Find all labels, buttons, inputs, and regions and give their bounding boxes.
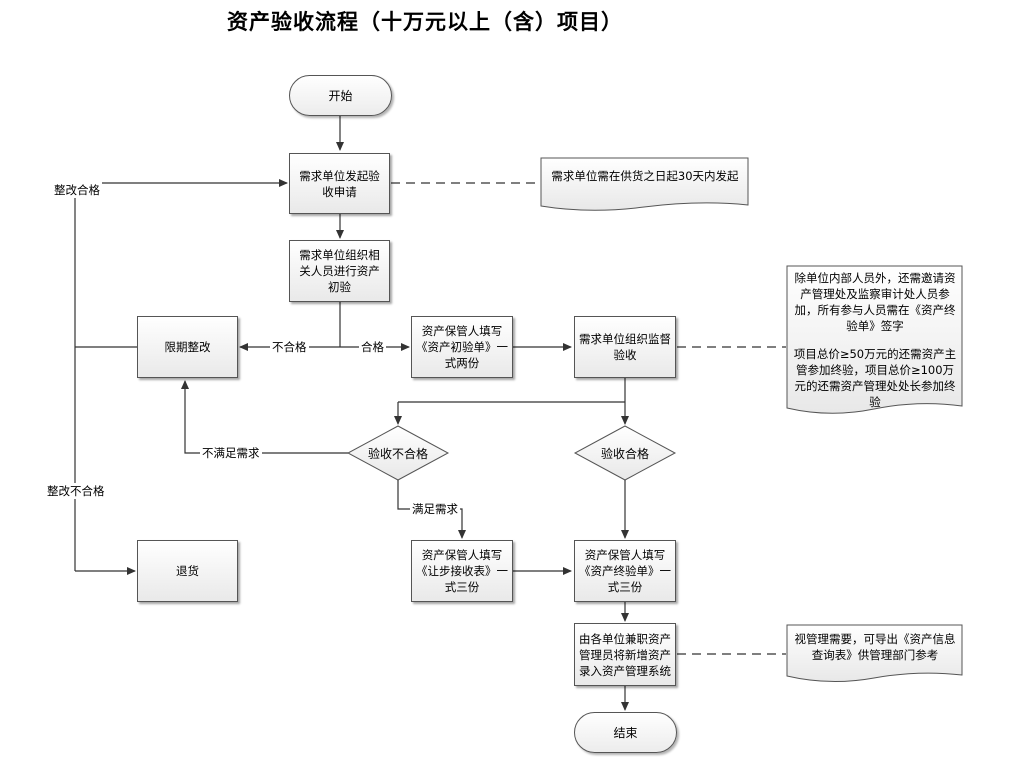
edge-not-meet — [181, 380, 348, 454]
label-not-meet-needs: 不满足需求 — [200, 445, 262, 461]
system-note-text: 视管理需要，可导出《资产信息查询表》供管理部门参考 — [794, 632, 956, 662]
note-shape-apply — [540, 157, 749, 211]
page-title: 资产验收流程（十万元以上（含）项目） — [227, 9, 623, 34]
decision-fail-label: 验收不合格 — [367, 446, 428, 461]
note-shape-system — [786, 624, 963, 683]
initial-form-box: 资产保管人填写《资产初验单》一式两份 — [411, 316, 513, 378]
supervise-note-text-1: 除单位内部人员外，还需邀请资产管理处及监察审计处人员参加，所有参与人员需在《资产… — [794, 271, 956, 333]
rectify-box: 限期整改 — [137, 316, 238, 378]
initial-check-box: 需求单位组织相关人员进行资产初验 — [289, 240, 390, 302]
decision-pass-label: 验收合格 — [600, 446, 649, 461]
apply-note-text: 需求单位需在供货之日起30天内发起 — [551, 169, 739, 183]
final-form-box: 资产保管人填写《资产终验单》一式三份 — [574, 540, 676, 602]
return-box: 退货 — [137, 540, 238, 602]
system-entry-box: 由各单位兼职资产管理员将新增资产录入资产管理系统 — [574, 623, 676, 686]
end-node: 结束 — [574, 712, 677, 753]
label-rectify-pass: 整改合格 — [52, 182, 102, 198]
start-node: 开始 — [289, 75, 392, 116]
label-rectify-fail: 整改不合格 — [45, 483, 107, 499]
note-shape-supervise — [786, 265, 963, 414]
apply-box: 需求单位发起验收申请 — [289, 153, 390, 214]
label-not-qualified: 不合格 — [270, 339, 309, 355]
label-meet-needs: 满足需求 — [410, 501, 460, 517]
concession-form-box: 资产保管人填写《让步接收表》一式三份 — [411, 540, 513, 602]
supervise-box: 需求单位组织监督验收 — [574, 316, 676, 378]
supervise-note-text-2: 项目总价≥50万元的还需资产主管参加终验，项目总价≥100万元的还需资产管理处处… — [793, 347, 957, 409]
label-qualified: 合格 — [359, 339, 386, 355]
